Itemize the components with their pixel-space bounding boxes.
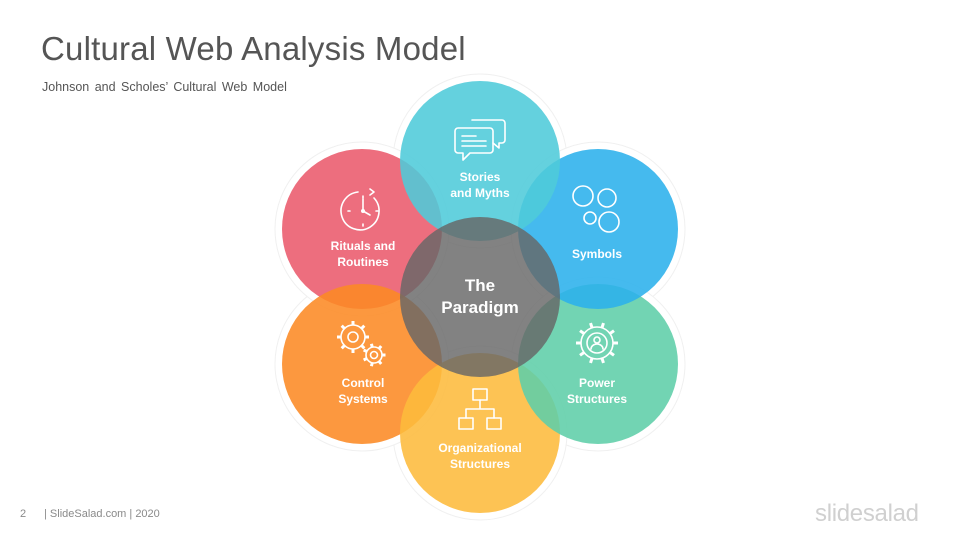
gear-tooth	[589, 322, 594, 329]
gear-tooth	[362, 348, 368, 353]
stories-label-2: and Myths	[450, 186, 510, 200]
rituals-label-1: Rituals and	[331, 239, 396, 253]
gear-tooth	[369, 362, 374, 367]
petal-symbols[interactable]	[518, 149, 678, 309]
control-label-1: Control	[342, 376, 385, 390]
gears-icon	[337, 321, 386, 367]
footer-text: | SlideSalad.com | 2020	[44, 508, 160, 520]
center-label-1: The	[465, 276, 495, 295]
petal-power[interactable]	[518, 284, 678, 444]
gear-tooth	[362, 357, 368, 362]
gear-tooth	[369, 343, 374, 348]
person-gear-icon	[576, 322, 618, 364]
gear-tooth	[340, 324, 346, 330]
slide-subtitle: Johnson and Scholes’ Cultural Web Model	[42, 80, 287, 94]
center-paradigm[interactable]	[400, 217, 560, 377]
gear-tooth	[377, 360, 383, 365]
center-label-2: Paradigm	[441, 298, 518, 317]
gear-tooth	[340, 344, 346, 350]
petal-organizational[interactable]	[400, 353, 560, 513]
brand-logo-text: slidesalad	[815, 500, 919, 527]
brand-logo: slidesalad	[815, 500, 919, 528]
gear-tooth	[579, 329, 585, 335]
gear-tooth	[600, 357, 605, 364]
gear-tooth	[609, 329, 615, 335]
circles-icon	[572, 185, 620, 233]
slide-title: Cultural Web Analysis Model	[41, 30, 466, 67]
gear-tooth	[579, 351, 585, 357]
petal-control[interactable]	[282, 284, 442, 444]
chat-bubbles-icon	[454, 119, 506, 161]
stories-label-1: Stories	[460, 170, 501, 184]
stopwatch-icon	[340, 188, 380, 231]
gear-tooth	[600, 322, 605, 329]
control-label-2: Systems	[338, 392, 388, 406]
power-label-1: Power	[579, 376, 615, 390]
symbols-label-1: Symbols	[572, 247, 622, 261]
org-chart-icon	[458, 388, 502, 430]
rituals-label-2: Routines	[337, 255, 389, 269]
petal-layer	[282, 81, 678, 513]
gear-tooth	[360, 324, 366, 330]
petal-stories[interactable]	[400, 81, 560, 241]
organizational-label-1: Organizational	[438, 441, 521, 455]
gear-tooth	[360, 344, 366, 350]
petal-rituals[interactable]	[282, 149, 442, 309]
page-number: 2	[20, 508, 27, 520]
gear-tooth	[609, 351, 615, 357]
gear-tooth	[377, 345, 383, 350]
organizational-label-2: Structures	[450, 457, 510, 471]
power-label-2: Structures	[567, 392, 627, 406]
gear-tooth	[589, 357, 594, 364]
